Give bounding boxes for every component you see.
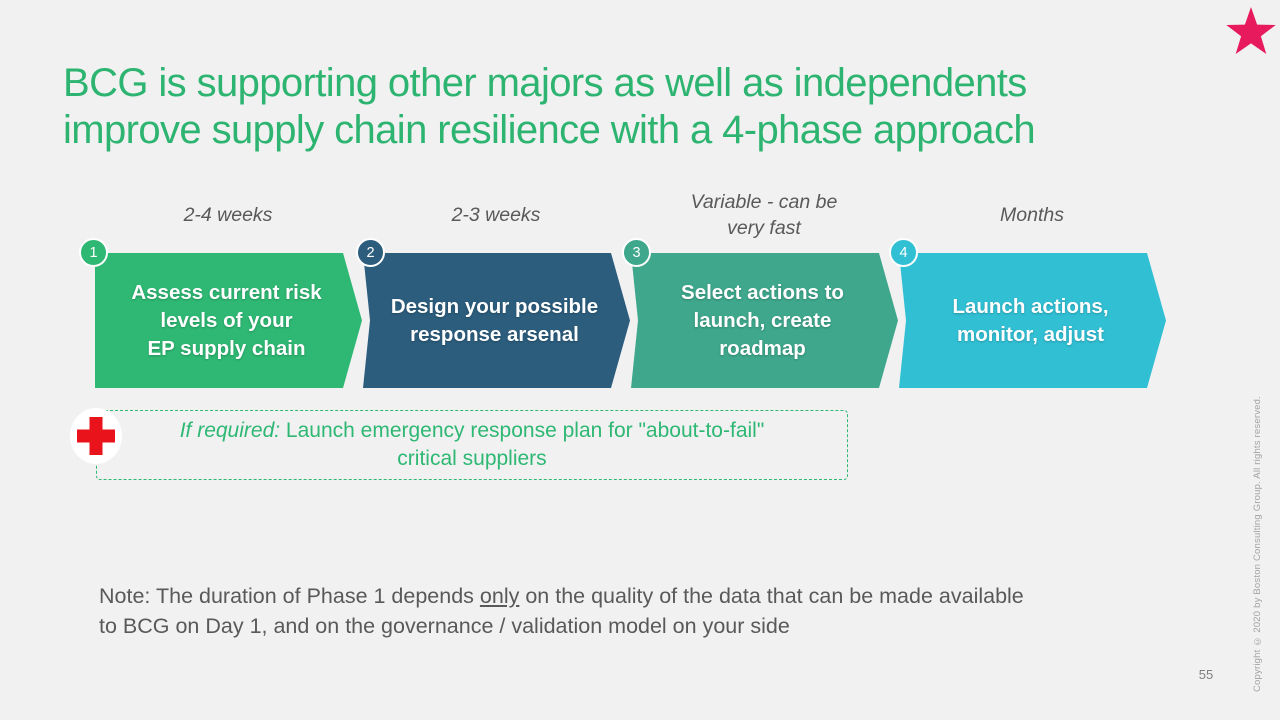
phase-3-label: Select actions to launch, create roadmap [681,280,844,360]
phase-1-chevron: Assess current risk levels of your EP su… [95,253,362,388]
callout-line-2: critical suppliers [397,447,547,470]
page-number: 55 [1198,667,1214,682]
phase-1-label: Assess current risk levels of your EP su… [131,280,322,360]
star-shape [1226,7,1276,54]
phase-4-label: Launch actions, monitor, adjust [952,294,1109,346]
phase-2-number-badge: 2 [356,238,385,267]
phase-4-chevron: Launch actions, monitor, adjust [899,253,1166,388]
phase-4-duration: Months [1000,204,1064,226]
phase-4-number-badge: 4 [889,238,918,267]
title-line-1: BCG is supporting other majors as well a… [63,61,1027,105]
phase-2-chevron: Design your possible response arsenal [363,253,630,388]
title-line-2: improve supply chain resilience with a 4… [63,108,1036,152]
phase-3-number-badge: 3 [622,238,651,267]
phase-2-label: Design your possible response arsenal [390,294,599,346]
callout-if-required: If required: [179,418,281,442]
red-cross-icon [70,408,122,464]
copyright-text: Copyright © 2020 by Boston Consulting Gr… [1252,396,1263,692]
star-icon [1226,7,1276,54]
phase-1-number-badge: 1 [79,238,108,267]
emergency-callout: If required: Launch emergency response p… [96,410,848,480]
note-underlined-word: only [479,584,520,608]
phase-3-duration: Variable - can be very fast [690,191,838,239]
phase-2-duration: 2-3 weeks [451,204,541,226]
note-text: Note: The duration of Phase 1 depends on… [99,581,1024,641]
callout-line-1: If required: Launch emergency response p… [179,418,765,442]
phase-3-chevron: Select actions to launch, create roadmap [631,253,898,388]
page-title: BCG is supporting other majors as well a… [63,60,1036,154]
note-line-1: Note: The duration of Phase 1 depends on… [99,584,1024,608]
note-line-2: to BCG on Day 1, and on the governance /… [99,614,790,638]
phase-1-duration: 2-4 weeks [183,204,273,226]
